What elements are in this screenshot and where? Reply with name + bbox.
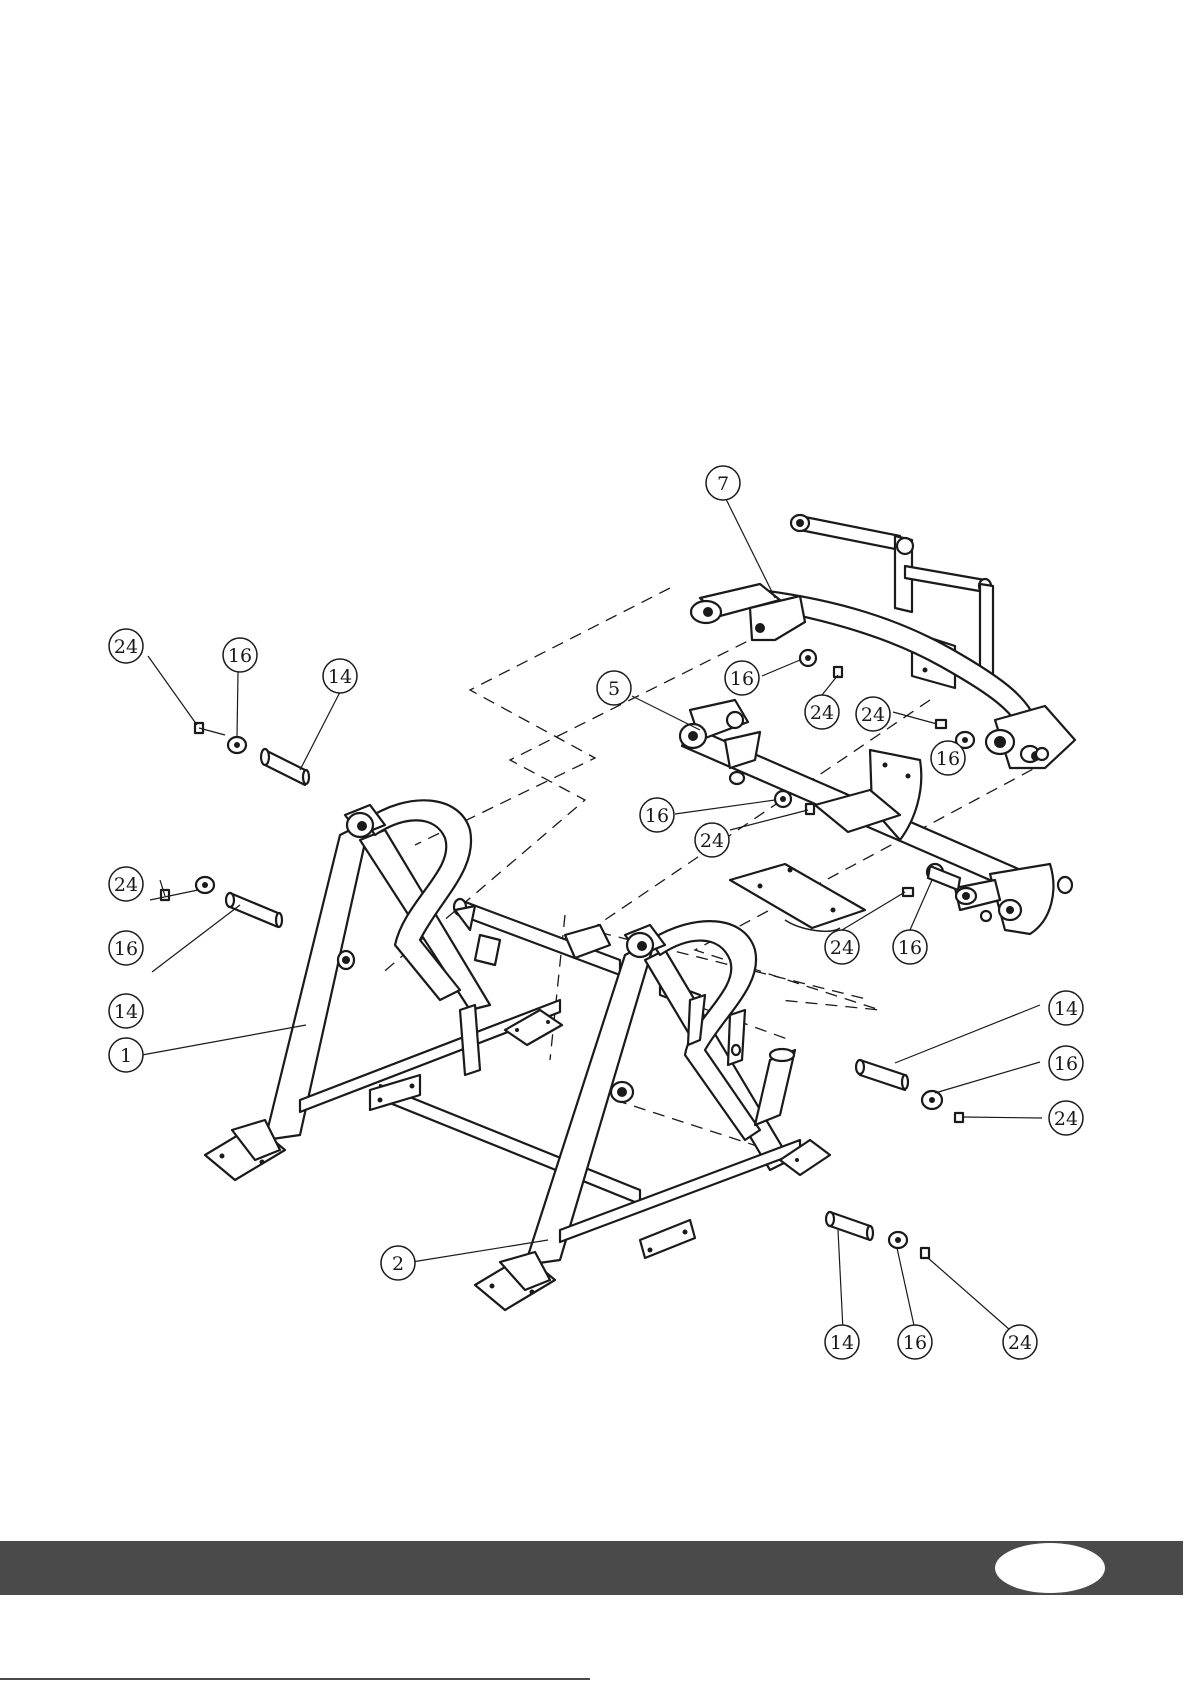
bottom-rule	[0, 1678, 590, 1680]
callout-24-top-center-label: 24	[810, 702, 834, 724]
hardware-top-center	[800, 650, 842, 677]
callout-24-bottom: 24	[1003, 1325, 1037, 1359]
callout-16-top-left-label: 16	[228, 645, 252, 667]
callout-24-center: 24	[695, 823, 729, 857]
callout-14-mid-left: 14	[109, 994, 143, 1028]
part-7-handle-frame	[691, 515, 1075, 768]
callout-16-center-label: 16	[645, 805, 669, 827]
callout-16-top-center-label: 16	[730, 668, 754, 690]
callout-14-top-left: 14	[323, 659, 357, 693]
part-1-left-frame	[205, 800, 562, 1180]
callout-7: 7	[706, 466, 740, 500]
part-2-right-frame	[475, 921, 830, 1310]
callout-14-bottom-label: 14	[830, 1332, 854, 1354]
callout-24-mid-left: 24	[109, 867, 143, 901]
callout-24-right: 24	[1049, 1101, 1083, 1135]
callout-16-top-center: 16	[725, 661, 759, 695]
callout-24-center-right-label: 24	[830, 937, 854, 959]
callout-16-top-left: 16	[223, 638, 257, 672]
callout-2-label: 2	[392, 1253, 404, 1275]
callout-16-top-right: 16	[931, 741, 965, 775]
callout-5-label: 5	[608, 678, 620, 700]
callout-16-mid-left: 16	[109, 931, 143, 965]
callout-24-top-right-label: 24	[861, 704, 885, 726]
callout-24-top-left: 24	[109, 629, 143, 663]
callout-14-right-label: 14	[1054, 998, 1078, 1020]
callout-7-label: 7	[717, 473, 729, 495]
callout-24-mid-left-label: 24	[114, 874, 138, 896]
callout-14-top-left-label: 14	[328, 666, 352, 688]
callout-1: 1	[109, 1038, 143, 1072]
callout-16-center: 16	[640, 798, 674, 832]
hardware-right-lower	[826, 1212, 929, 1258]
callout-24-top-left-label: 24	[114, 636, 138, 658]
callout-16-center-right: 16	[893, 930, 927, 964]
callout-24-top-right: 24	[856, 697, 890, 731]
page-number-oval	[995, 1543, 1105, 1593]
callout-24-center-label: 24	[700, 830, 724, 852]
callout-24-bottom-label: 24	[1008, 1332, 1032, 1354]
callout-16-mid-left-label: 16	[114, 938, 138, 960]
callout-14-right: 14	[1049, 991, 1083, 1025]
callout-24-center-right: 24	[825, 930, 859, 964]
page-edge	[1183, 0, 1191, 1685]
callout-16-top-right-label: 16	[936, 748, 960, 770]
callout-14-bottom: 14	[825, 1325, 859, 1359]
callout-1-label: 1	[120, 1045, 132, 1067]
callout-24-right-label: 24	[1054, 1108, 1078, 1130]
callout-16-center-right-label: 16	[898, 937, 922, 959]
hardware-top-left	[195, 723, 309, 785]
callout-2: 2	[381, 1246, 415, 1280]
callout-16-bottom: 16	[898, 1325, 932, 1359]
callout-16-bottom-label: 16	[903, 1332, 927, 1354]
callout-16-right-label: 16	[1054, 1053, 1078, 1075]
callout-24-top-center: 24	[805, 695, 839, 729]
hardware-right-upper	[856, 1060, 963, 1122]
callout-14-mid-left-label: 14	[114, 1001, 138, 1023]
callout-16-right: 16	[1049, 1046, 1083, 1080]
callout-5: 5	[597, 671, 631, 705]
